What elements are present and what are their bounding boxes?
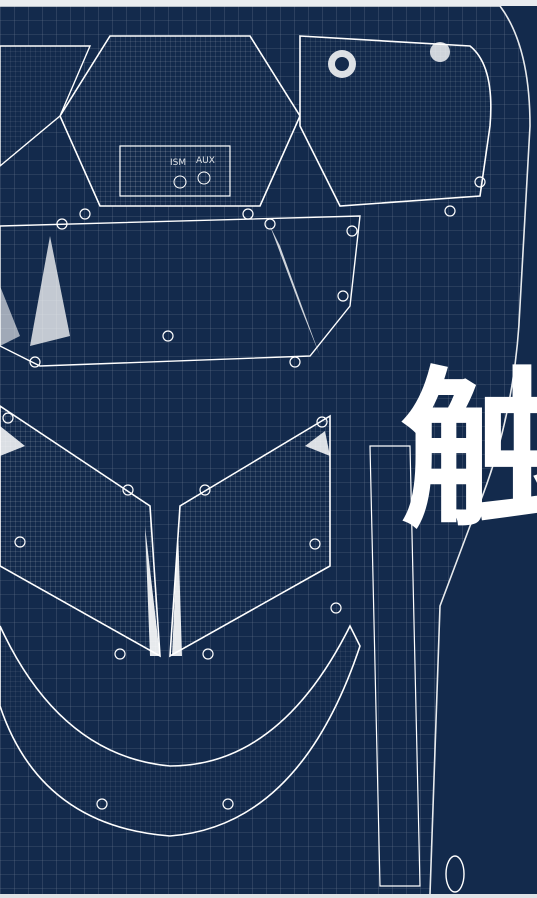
panel-label-left: ISM [170,158,187,168]
pectoral-band [0,215,361,367]
left-shoulder-plate [0,45,92,167]
rivet-dots [2,176,486,810]
rivet-dot [264,218,276,230]
rivet-dot [337,290,349,302]
rivet-dot [79,208,91,220]
rivet-dot [309,538,321,550]
rivet-dot [29,356,41,368]
bottom-edge [0,894,537,898]
rivet-dot [56,218,68,230]
rivet-dot [330,602,342,614]
torso-outline [0,6,531,894]
armor-wireframe-svg [0,6,531,894]
rivet-dot [289,356,301,368]
headline-character: 触 [400,351,537,552]
chest-core [59,35,301,207]
rivet-dot [14,536,26,548]
right-shoulder-plate [299,35,492,207]
rivet-dot [162,330,174,342]
rivet-dot [222,798,234,810]
rivet-dot [114,648,126,660]
side-strut [369,445,465,893]
top-edge [0,0,537,6]
panel-label-right: AUX [196,156,215,166]
rivet-dot [346,225,358,237]
abdominal-chevrons [0,405,331,658]
rivet-dot [122,484,134,496]
rivet-dot [199,484,211,496]
wireframe-artwork: ISM AUX 触 [0,6,537,894]
rivet-dot [202,648,214,660]
rivet-dot [242,208,254,220]
rivet-dot [2,412,14,424]
rivet-dot [474,176,486,188]
rivet-dot [444,205,456,217]
rivet-dot [316,416,328,428]
lower-belt [0,624,361,837]
rivet-dot [96,798,108,810]
